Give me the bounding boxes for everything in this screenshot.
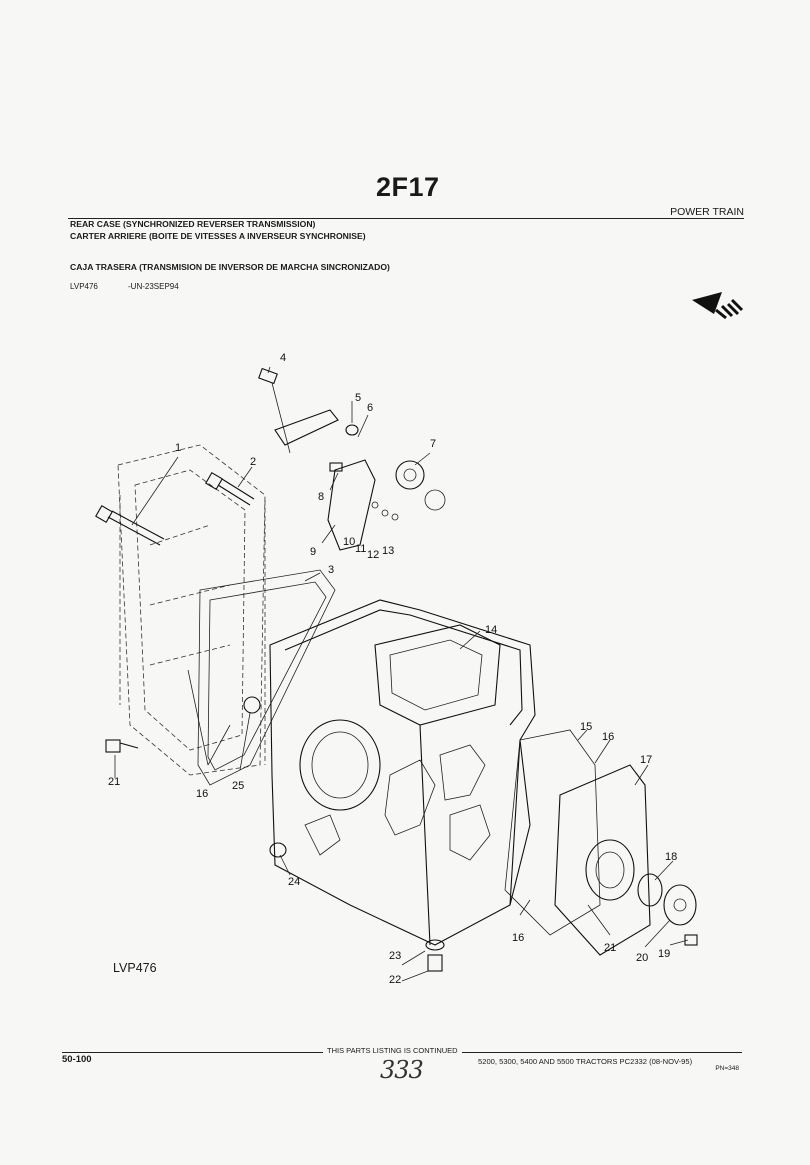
callout-23: 23	[389, 950, 401, 962]
callout-16-upper: 16	[602, 731, 614, 743]
callout-3: 3	[328, 564, 334, 576]
callout-13: 13	[382, 545, 394, 557]
section-name: POWER TRAIN	[670, 206, 744, 218]
callout-16-left: 16	[196, 788, 208, 800]
callout-18: 18	[665, 851, 677, 863]
callout-5: 5	[355, 392, 361, 404]
callout-11: 11	[355, 543, 366, 555]
callout-8: 8	[318, 491, 324, 503]
title-spanish: CAJA TRASERA (TRANSMISION DE INVERSOR DE…	[70, 262, 390, 272]
ghost-housing-outline	[117, 444, 266, 776]
callout-16-lower: 16	[512, 932, 524, 944]
handwritten-page-number: 333	[380, 1056, 424, 1084]
gasket-part-3	[197, 569, 336, 786]
continued-note: THIS PARTS LISTING IS CONTINUED	[323, 1046, 462, 1055]
callout-12: 12	[367, 549, 379, 561]
callout-21-left: 21	[108, 776, 120, 788]
callout-15: 15	[580, 721, 592, 733]
callout-20: 20	[636, 952, 648, 964]
page-number: 50-100	[62, 1054, 92, 1065]
callout-leader-lines	[114, 366, 689, 982]
bolts-and-fittings	[95, 472, 698, 972]
page-reference-code: 2F17	[376, 172, 440, 202]
header-rule	[68, 218, 744, 219]
cover-part-17	[554, 764, 651, 956]
callout-25: 25	[232, 780, 244, 792]
callout-9: 9	[310, 546, 316, 558]
illustration-code: LVP476	[70, 282, 98, 291]
callout-1: 1	[175, 442, 181, 454]
footer-models-line: 5200, 5300, 5400 AND 5500 TRACTORS PC233…	[478, 1057, 693, 1066]
rear-case-part-14	[269, 599, 536, 946]
callout-24: 24	[288, 876, 300, 888]
callout-21-right: 21	[604, 942, 616, 954]
callout-7: 7	[430, 438, 436, 450]
illustration-date-code: -UN-23SEP94	[128, 282, 179, 291]
callout-2: 2	[250, 456, 256, 468]
bracket-assembly-parts-4-13	[258, 367, 446, 551]
seal-part-18	[637, 873, 663, 907]
exploded-parts-diagram: 1 2 3 4 5 6 7 8 9 10 11 12 13 14 15 16 1…	[95, 352, 698, 986]
callout-14: 14	[485, 624, 497, 636]
plate-part-20	[663, 884, 697, 926]
footer-pn: PN=348	[715, 1065, 739, 1072]
illustration-label: LVP476	[113, 961, 157, 975]
title-english: REAR CASE (SYNCHRONIZED REVERSER TRANSMI…	[70, 219, 316, 229]
callout-10: 10	[343, 536, 355, 548]
callout-6: 6	[367, 402, 373, 414]
callout-22: 22	[389, 974, 401, 986]
gasket-part-15	[504, 729, 601, 936]
callout-4: 4	[280, 352, 286, 364]
callout-17: 17	[640, 754, 652, 766]
direction-arrow-icon	[692, 292, 744, 320]
title-french: CARTER ARRIERE (BOITE DE VITESSES A INVE…	[70, 231, 366, 241]
callout-19: 19	[658, 948, 670, 960]
